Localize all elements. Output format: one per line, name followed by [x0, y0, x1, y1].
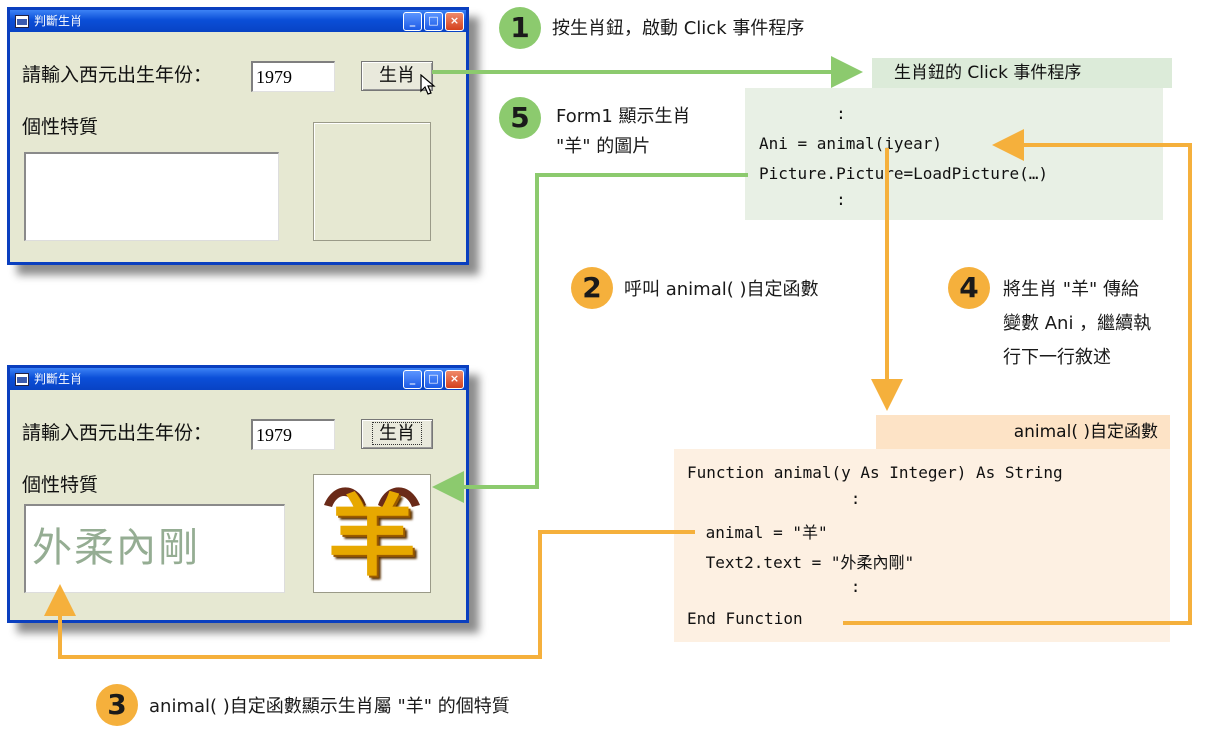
- form-top-window: 判斷生肖 _ □ × 請輸入西元出生年份： 1979 生肖 個性特質: [7, 7, 469, 265]
- sheep-character-image: 羊: [328, 485, 417, 588]
- step-1-text: 按生肖鈕，啟動 Click 事件程序: [552, 18, 805, 39]
- form-icon: [15, 373, 29, 386]
- trait-textbox[interactable]: [24, 152, 279, 241]
- close-button[interactable]: ×: [445, 370, 464, 389]
- year-prompt-label: 請輸入西元出生年份：: [22, 422, 213, 444]
- cursor-icon: [420, 74, 436, 95]
- step-5-text-line1: Form1 顯示生肖: [556, 106, 691, 127]
- minimize-button[interactable]: _: [403, 370, 422, 389]
- code-line: Text2.text = "外柔內剛": [696, 553, 915, 572]
- step-4-badge: 4: [948, 267, 990, 309]
- step-2-badge: 2: [571, 267, 613, 309]
- picture-box: [313, 122, 431, 241]
- step-3-badge: 3: [96, 684, 138, 726]
- code-line: Ani = animal(iyear): [759, 134, 943, 153]
- arrow-step4: [843, 129, 1192, 625]
- click-proc-header: 生肖鈕的 Click 事件程序: [872, 58, 1172, 88]
- code-line: animal = "羊": [696, 523, 828, 542]
- code-line: :: [759, 104, 846, 123]
- form-top-title: 判斷生肖: [34, 14, 83, 28]
- step-2-text: 呼叫 animal( )自定函數: [624, 279, 819, 300]
- form-bottom-window: 判斷生肖 _ □ × 請輸入西元出生年份： 1979 生肖 個性特質 外柔內剛 …: [7, 365, 469, 623]
- code-line: :: [687, 577, 861, 596]
- step-5-text-line2: "羊" 的圖片: [556, 136, 651, 157]
- trait-label: 個性特質: [22, 474, 99, 496]
- trait-label: 個性特質: [22, 116, 99, 138]
- form-bottom-titlebar[interactable]: 判斷生肖 _ □ ×: [10, 368, 466, 390]
- code-line: Picture.Picture=LoadPicture(…): [759, 164, 1048, 183]
- step-3-text: animal( )自定函數顯示生肖屬 "羊" 的個特質: [149, 696, 510, 717]
- picture-box: 羊: [313, 474, 431, 593]
- animal-func-header: animal( )自定函數: [876, 415, 1170, 449]
- code-line: Function animal(y As Integer) As String: [687, 463, 1063, 482]
- zodiac-button[interactable]: 生肖: [361, 419, 433, 449]
- zodiac-button-label: 生肖: [372, 422, 422, 445]
- ram-horns-icon: [324, 487, 420, 509]
- zodiac-button-label: 生肖: [379, 65, 415, 86]
- form-bottom-body: 請輸入西元出生年份： 1979 生肖 個性特質 外柔內剛 羊: [10, 390, 466, 620]
- maximize-button[interactable]: □: [424, 370, 443, 389]
- code-line: End Function: [687, 609, 803, 628]
- animal-func-code-box: Function animal(y As Integer) As String …: [674, 449, 1170, 642]
- step-4-text-line3: 行下一行敘述: [1003, 347, 1111, 368]
- code-line: :: [687, 489, 861, 508]
- minimize-button[interactable]: _: [403, 12, 422, 31]
- step-1-badge: 1: [499, 7, 541, 49]
- year-input[interactable]: 1979: [251, 419, 335, 450]
- year-input[interactable]: 1979: [251, 61, 335, 92]
- year-prompt-label: 請輸入西元出生年份：: [22, 64, 213, 86]
- step-4-text-line2: 變數 Ani ，繼續執: [1003, 313, 1152, 334]
- step-5-badge: 5: [499, 97, 541, 139]
- step-4-text-line1: 將生肖 "羊" 傳給: [1003, 279, 1140, 300]
- code-line: :: [759, 190, 846, 209]
- form-bottom-title: 判斷生肖: [34, 372, 83, 386]
- form-icon: [15, 15, 29, 28]
- trait-textbox[interactable]: 外柔內剛: [24, 504, 285, 593]
- form-top-body: 請輸入西元出生年份： 1979 生肖 個性特質: [10, 32, 466, 262]
- arrow-step5: [432, 173, 748, 503]
- arrow-step3: [44, 530, 695, 659]
- maximize-button[interactable]: □: [424, 12, 443, 31]
- form-top-titlebar[interactable]: 判斷生肖 _ □ ×: [10, 10, 466, 32]
- click-proc-code-box: : Ani = animal(iyear) Picture.Picture=Lo…: [745, 88, 1163, 220]
- close-button[interactable]: ×: [445, 12, 464, 31]
